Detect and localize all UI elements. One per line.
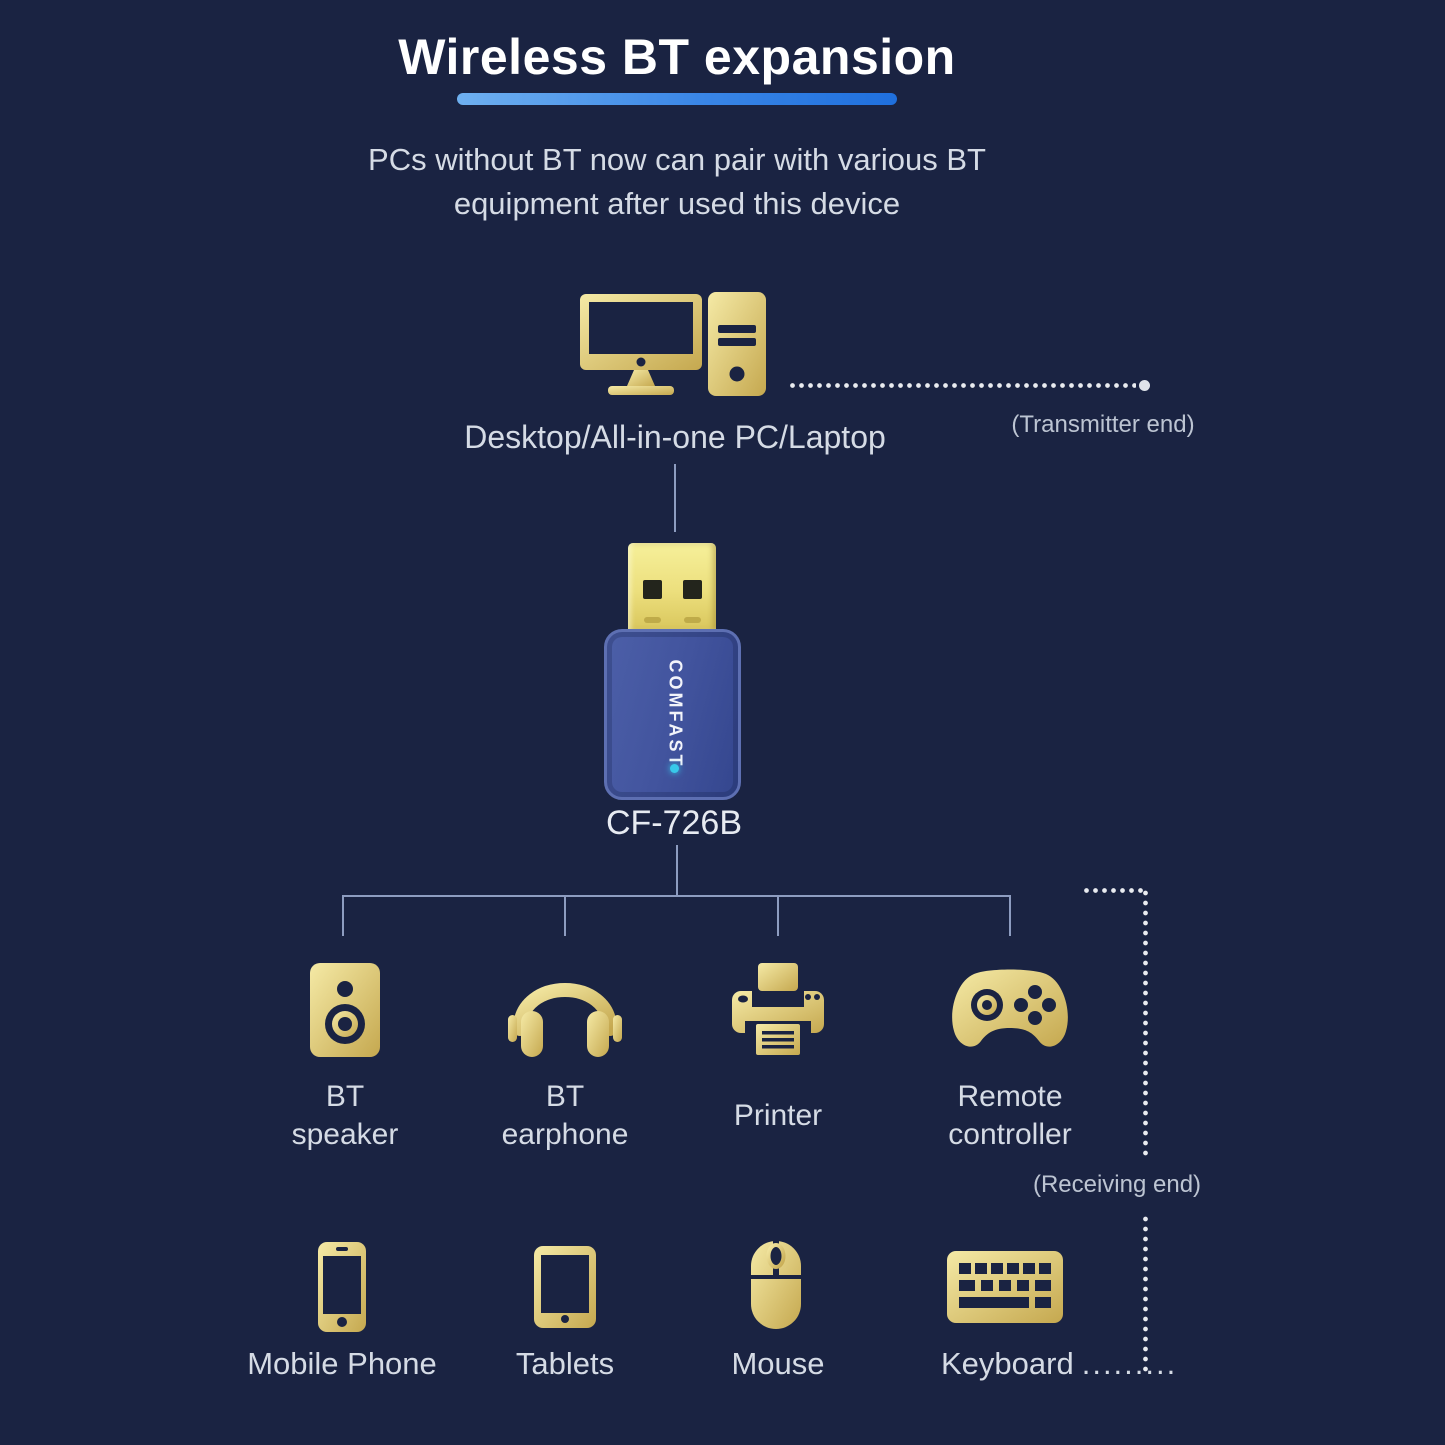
tablet-label: Tablets: [515, 1346, 615, 1381]
transmitter-dotted-line: [788, 383, 1136, 388]
title-underline-bar: [457, 93, 897, 105]
mobile-phone-label: Mobile Phone: [247, 1346, 437, 1381]
adapter-brand-text: COMFAST: [665, 659, 686, 769]
usb-slot: [684, 617, 701, 623]
receiver-dotted-line-upper: [1143, 888, 1148, 1156]
subtitle-line2: equipment after used this device: [453, 186, 901, 221]
mouse-icon: [751, 1241, 801, 1329]
printer-icon: [732, 963, 824, 1055]
bt-earphone-label: BT earphone: [435, 1078, 695, 1154]
receiver-dotted-line-lower: [1143, 1214, 1148, 1376]
remote-controller-icon: [952, 969, 1068, 1047]
usb-plug: [628, 543, 716, 631]
pc-device-label: Desktop/All-in-one PC/Laptop: [464, 419, 886, 455]
tablet-icon: [534, 1246, 596, 1328]
desktop-pc-icon: [580, 292, 766, 396]
mouse-label: Mouse: [731, 1346, 825, 1381]
keyboard-label: Keyboard: [941, 1346, 1074, 1381]
label-line: speaker: [291, 1118, 399, 1151]
receiver-dotted-line-top: [1082, 888, 1146, 893]
label-line: earphone: [501, 1118, 629, 1151]
tree-drop-speaker: [342, 895, 344, 936]
keyboard-icon: [947, 1251, 1063, 1323]
keyboard-dotted-leader: .........: [1081, 1346, 1178, 1381]
label-line: BT: [325, 1080, 365, 1113]
connector-adapter-to-tree: [676, 845, 678, 897]
transmitter-end-label: (Transmitter end): [1011, 411, 1195, 438]
usb-contact: [683, 580, 702, 599]
receiving-end-label: (Receiving end): [1032, 1171, 1202, 1198]
bt-speaker-label: BT speaker: [215, 1078, 475, 1154]
bt-earphone-icon: [508, 983, 622, 1057]
usb-slot: [644, 617, 661, 623]
adapter-led-indicator: [670, 764, 679, 773]
keyboard-label-row: Keyboard .........: [941, 1346, 1177, 1382]
printer-label: Printer: [648, 1078, 908, 1154]
tree-drop-earphone: [564, 895, 566, 936]
label-line: Remote: [957, 1080, 1063, 1113]
label-line: Printer: [733, 1099, 823, 1132]
remote-controller-label: Remote controller: [880, 1078, 1140, 1154]
tree-horizontal-line: [343, 895, 1011, 897]
subtitle-line1: PCs without BT now can pair with various…: [368, 142, 986, 177]
tree-drop-printer: [777, 895, 779, 936]
tree-drop-controller: [1009, 895, 1011, 936]
bt-speaker-icon: [310, 963, 380, 1057]
page-title: Wireless BT expansion: [398, 29, 956, 85]
bt-adapter-body: COMFAST: [604, 629, 741, 800]
subtitle: PCs without BT now can pair with various…: [368, 138, 986, 226]
transmitter-line-end-dot: [1139, 380, 1150, 391]
label-line: controller: [948, 1118, 1072, 1151]
mobile-phone-icon: [318, 1242, 366, 1332]
usb-contact: [643, 580, 662, 599]
connector-pc-to-adapter: [674, 464, 676, 532]
adapter-model-label: CF-726B: [605, 804, 743, 842]
label-line: BT: [545, 1080, 585, 1113]
